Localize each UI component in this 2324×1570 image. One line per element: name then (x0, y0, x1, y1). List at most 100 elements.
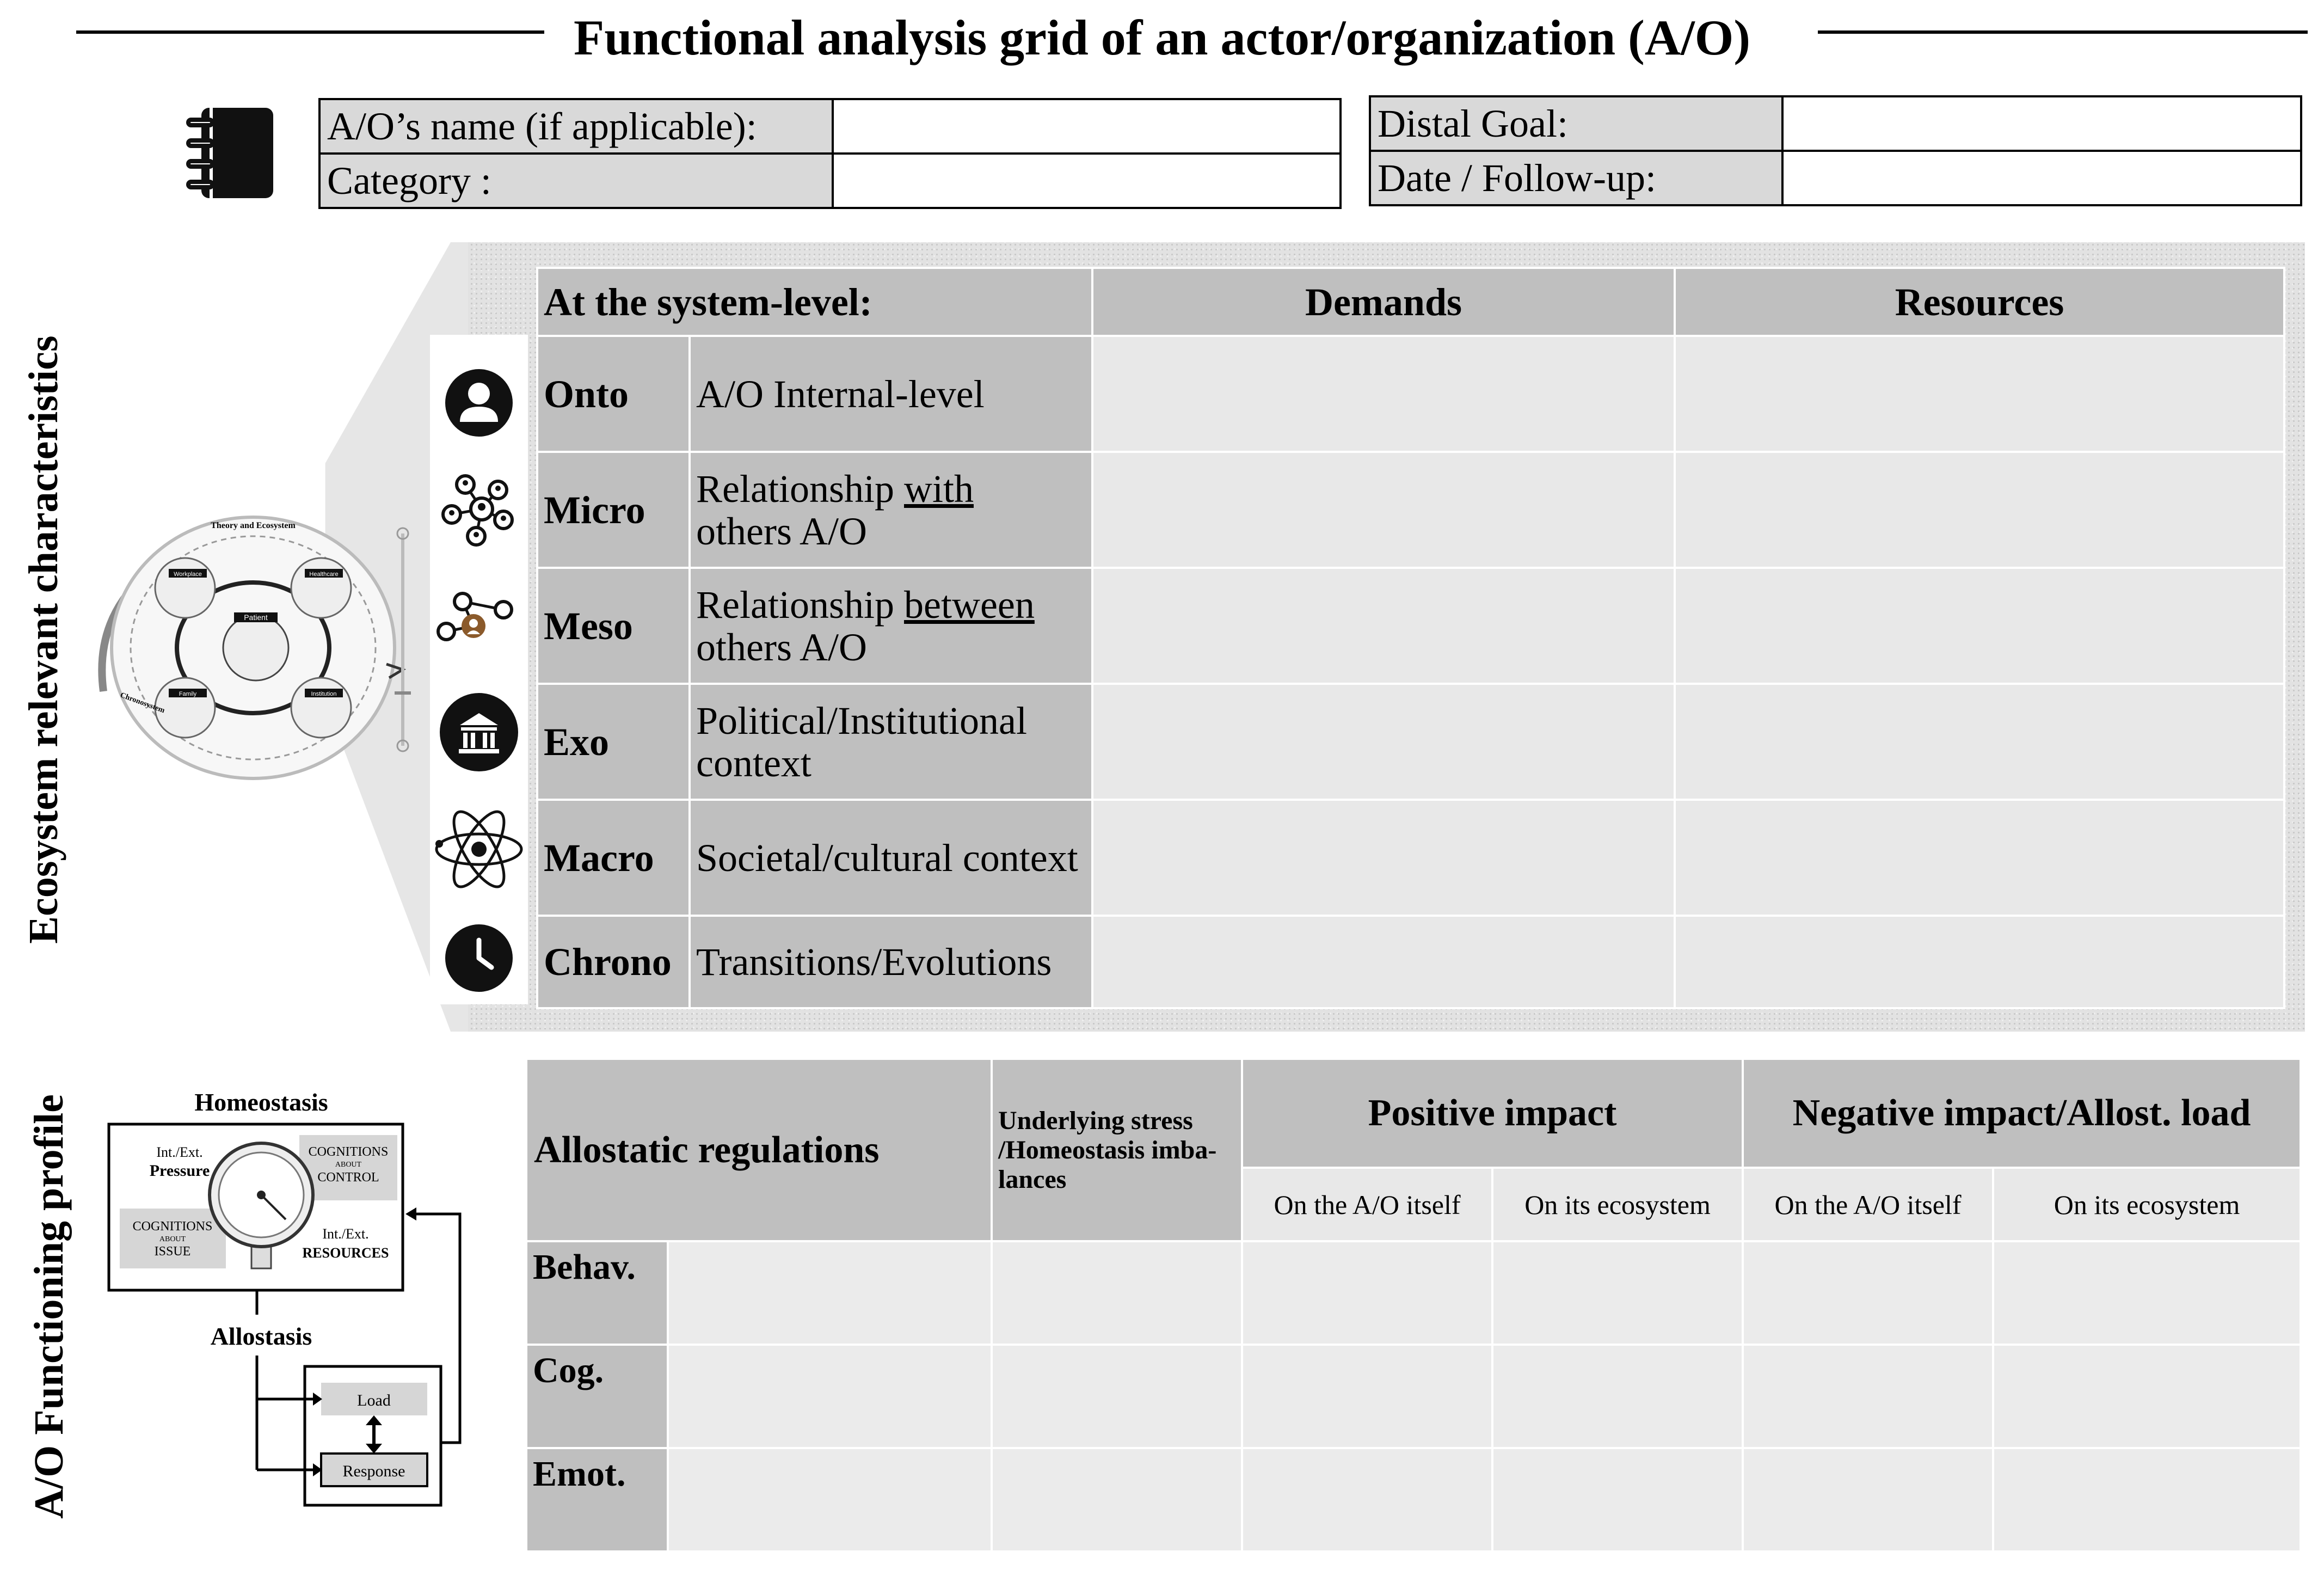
cog-negative-ecosystem-cell[interactable] (1992, 1344, 2302, 1449)
functioning-profile-side-label: A/O Functioning profile (26, 1094, 72, 1519)
negative-impact-header: Negative impact/Allost. load (1742, 1058, 2302, 1169)
emot-stress-cell[interactable] (991, 1447, 1244, 1553)
behav-negative-itself-cell[interactable] (1742, 1240, 1995, 1346)
functioning-profile-table: Allostatic regulations Underlying stress… (525, 1058, 2302, 1553)
emot-row-label: Emot. (525, 1447, 669, 1553)
positive-impact-header: Positive impact (1241, 1058, 1744, 1169)
micro-demands-cell[interactable] (1091, 451, 1676, 569)
chrono-resources-cell[interactable] (1674, 915, 2285, 1009)
emot-regulation-cell[interactable] (666, 1447, 993, 1553)
title-rule-left (76, 30, 544, 34)
svg-text:ISSUE: ISSUE (155, 1244, 191, 1259)
negative-on-ecosystem-header: On its ecosystem (1992, 1167, 2302, 1242)
notebook-icon (180, 103, 278, 201)
behav-negative-ecosystem-cell[interactable] (1992, 1240, 2302, 1346)
positive-on-itself-header: On the A/O itself (1241, 1167, 1494, 1242)
svg-text:COGNITIONS: COGNITIONS (309, 1145, 389, 1159)
behav-row-label: Behav. (525, 1240, 669, 1346)
cog-stress-cell[interactable] (991, 1344, 1244, 1449)
ecosystem-diagram: Patient Workplace Healthcare Family Inst… (82, 512, 419, 784)
level-icons-column (430, 335, 528, 1004)
svg-text:CONTROL: CONTROL (317, 1170, 379, 1185)
atom-icon (433, 806, 525, 893)
level-onto: Onto (536, 335, 691, 453)
goal-info-table: Distal Goal: Date / Follow-up: (1369, 95, 2302, 206)
institution-icon (438, 691, 520, 773)
cog-positive-itself-cell[interactable] (1241, 1344, 1494, 1449)
ecosystem-side-label: Ecosystem relevant characteristics (21, 335, 66, 944)
svg-text:Institution: Institution (311, 691, 336, 697)
level-meso: Meso (536, 567, 691, 685)
page-title: Functional analysis grid of an actor/org… (0, 2, 2324, 73)
level-chrono-desc: Transitions/Evolutions (688, 915, 1093, 1009)
cog-row-label: Cog. (525, 1344, 669, 1449)
network-icon (438, 468, 520, 550)
negative-on-itself-header: On the A/O itself (1742, 1167, 1995, 1242)
cog-positive-ecosystem-cell[interactable] (1491, 1344, 1744, 1449)
svg-text:Homeostasis: Homeostasis (194, 1088, 328, 1116)
svg-text:Allostasis: Allostasis (211, 1322, 312, 1350)
macro-resources-cell[interactable] (1674, 799, 2285, 917)
person-icon (444, 367, 514, 438)
allostasis-diagram: Homeostasis Int./Ext. Pressure COGNITION… (98, 1083, 479, 1519)
date-followup-field[interactable] (1781, 150, 2302, 206)
ao-name-field[interactable] (832, 98, 1342, 155)
behav-positive-itself-cell[interactable] (1241, 1240, 1494, 1346)
level-micro: Micro (536, 451, 691, 569)
svg-text:ABOUT: ABOUT (335, 1161, 362, 1169)
micro-resources-cell[interactable] (1674, 451, 2285, 569)
svg-text:Workplace: Workplace (174, 571, 202, 578)
date-followup-label: Date / Follow-up: (1369, 150, 1784, 206)
resources-header: Resources (1674, 267, 2285, 337)
svg-text:Theory and Ecosystem: Theory and Ecosystem (211, 521, 296, 530)
ao-name-label: A/O’s name (if applicable): (318, 98, 834, 155)
ecosystem-table: At the system-level: Demands Resources O… (536, 267, 2285, 1009)
emot-negative-ecosystem-cell[interactable] (1992, 1447, 2302, 1553)
exo-resources-cell[interactable] (1674, 683, 2285, 801)
svg-text:ABOUT: ABOUT (159, 1235, 186, 1243)
category-field[interactable] (832, 152, 1342, 209)
level-chrono: Chrono (536, 915, 691, 1009)
category-label: Category : (318, 152, 834, 209)
level-onto-desc: A/O Internal-level (688, 335, 1093, 453)
svg-text:Response: Response (343, 1462, 405, 1480)
svg-text:RESOURCES: RESOURCES (303, 1245, 389, 1261)
positive-on-ecosystem-header: On its ecosystem (1491, 1167, 1744, 1242)
demands-header: Demands (1091, 267, 1676, 337)
svg-text:Patient: Patient (244, 613, 268, 622)
distal-goal-label: Distal Goal: (1369, 95, 1784, 152)
behav-regulation-cell[interactable] (666, 1240, 993, 1346)
emot-positive-ecosystem-cell[interactable] (1491, 1447, 1744, 1553)
level-macro-desc: Societal/cultural context (688, 799, 1093, 917)
cog-regulation-cell[interactable] (666, 1344, 993, 1449)
behav-stress-cell[interactable] (991, 1240, 1244, 1346)
onto-resources-cell[interactable] (1674, 335, 2285, 453)
svg-text:Family: Family (179, 691, 197, 697)
level-exo-desc: Political/Institutional context (688, 683, 1093, 801)
macro-demands-cell[interactable] (1091, 799, 1676, 917)
onto-demands-cell[interactable] (1091, 335, 1676, 453)
linked-people-icon (433, 585, 514, 651)
title-rule-right (1818, 30, 2308, 34)
meso-resources-cell[interactable] (1674, 567, 2285, 685)
svg-text:Int./Ext.: Int./Ext. (156, 1144, 202, 1160)
cog-negative-itself-cell[interactable] (1742, 1344, 1995, 1449)
level-macro: Macro (536, 799, 691, 917)
svg-text:Pressure: Pressure (150, 1162, 210, 1180)
svg-text:Int./Ext.: Int./Ext. (322, 1226, 368, 1242)
allostatic-regulations-header: Allostatic regulations (525, 1058, 993, 1242)
emot-negative-itself-cell[interactable] (1742, 1447, 1995, 1553)
clock-icon (444, 923, 514, 993)
svg-text:Healthcare: Healthcare (309, 571, 338, 578)
ao-info-table: A/O’s name (if applicable): Category : (318, 98, 1342, 209)
emot-positive-itself-cell[interactable] (1241, 1447, 1494, 1553)
svg-text:COGNITIONS: COGNITIONS (133, 1219, 213, 1234)
exo-demands-cell[interactable] (1091, 683, 1676, 801)
meso-demands-cell[interactable] (1091, 567, 1676, 685)
distal-goal-field[interactable] (1781, 95, 2302, 152)
behav-positive-ecosystem-cell[interactable] (1491, 1240, 1744, 1346)
svg-text:Load: Load (357, 1391, 391, 1409)
chrono-demands-cell[interactable] (1091, 915, 1676, 1009)
